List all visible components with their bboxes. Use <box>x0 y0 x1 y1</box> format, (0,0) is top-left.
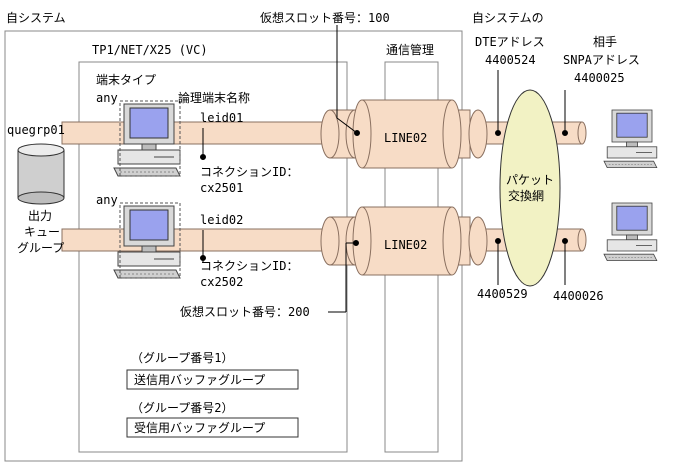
terminal-2-icon <box>113 205 181 279</box>
any-2-label: any <box>96 193 118 207</box>
group2-label: （グループ番号2） <box>131 401 234 415</box>
conn2-label-2: cx2502 <box>200 275 243 289</box>
own-system-label: 自システム <box>6 11 66 25</box>
partner-label-2: SNPAアドレス <box>563 53 640 67</box>
queue-cylinder-icon <box>17 143 65 205</box>
leid02-label: leid02 <box>200 213 243 227</box>
dte-top-value: 4400524 <box>485 53 536 67</box>
packet-label-2: 交換網 <box>508 188 544 203</box>
recv-buffer-box <box>126 417 299 438</box>
pipe-bottom <box>61 206 587 276</box>
remote-computer-2-icon <box>603 202 658 262</box>
send-buffer-label: 送信用バッファグループ <box>134 372 265 387</box>
terminal-1-highlight <box>119 100 181 177</box>
comm-label: 通信管理 <box>386 42 434 57</box>
leader-lines <box>200 25 568 313</box>
quegrp-label: quegrp01 <box>7 123 65 137</box>
dte-label-1: 自システムの <box>472 11 544 25</box>
leid01-label: leid01 <box>200 111 243 125</box>
terminal-type-label: 端末タイプ <box>96 73 156 87</box>
terminal-2-highlight <box>119 202 181 279</box>
line-bottom-label: LINE02 <box>384 238 427 252</box>
recv-buffer-label: 受信用バッファグループ <box>134 421 265 435</box>
group1-label: （グループ番号1） <box>131 351 234 365</box>
terminal-1-icon <box>113 103 181 177</box>
dte-label-2: DTEアドレス <box>475 35 545 49</box>
tp1-label: TP1/NET/X25 (VC) <box>92 43 208 57</box>
any-1-label: any <box>96 91 118 105</box>
packet-label-1: パケット <box>506 173 554 187</box>
logical-name-label: 論理端末名称 <box>178 90 250 105</box>
send-buffer-box <box>126 369 299 390</box>
partner-label-1: 相手 <box>593 35 617 49</box>
conn1-label-1: コネクションID： <box>200 165 298 179</box>
dte-bottom-value: 4400529 <box>477 287 528 301</box>
pipe-top <box>61 99 587 169</box>
queue-label-2: キュー <box>24 225 60 239</box>
vslot-bottom-label: 仮想スロット番号：200 <box>180 304 310 319</box>
conn2-label-1: コネクションID： <box>200 259 298 273</box>
queue-label-1: 出力 <box>28 209 52 223</box>
queue-label-3: グループ <box>17 241 64 255</box>
partner-bottom-value: 4400026 <box>553 289 604 303</box>
vslot-top-label: 仮想スロット番号：100 <box>260 10 390 25</box>
packet-network <box>499 89 561 287</box>
remote-computer-1-icon <box>603 109 658 169</box>
line-top-label: LINE02 <box>384 131 427 145</box>
partner-top-value: 4400025 <box>574 71 625 85</box>
conn1-label-2: cx2501 <box>200 181 243 195</box>
